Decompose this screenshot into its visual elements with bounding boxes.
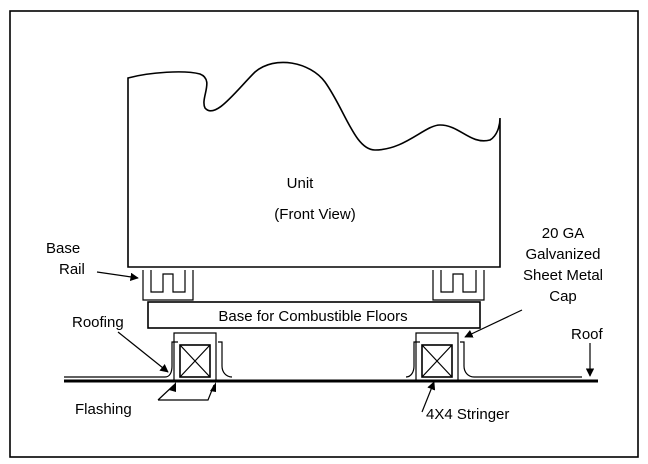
flashing-left xyxy=(64,341,233,378)
base-rail-left xyxy=(142,270,194,301)
roofing-label: Roofing xyxy=(72,314,124,331)
stringer-right-cross xyxy=(421,344,453,378)
combustible-base-label: Base for Combustible Floors xyxy=(218,308,407,325)
front-view-label: (Front View) xyxy=(274,206,355,223)
stringer-arrow xyxy=(421,381,436,413)
base-rail-arrow xyxy=(96,271,139,282)
stringer-left xyxy=(179,344,211,378)
unit-label: Unit xyxy=(287,175,315,192)
cap-label-4: Cap xyxy=(549,288,577,305)
cap-label-3: Sheet Metal xyxy=(523,267,603,284)
diagram-border xyxy=(9,10,639,458)
cap-label-1: 20 GA xyxy=(542,225,585,242)
flashing-arrows xyxy=(157,384,215,401)
roof-label: Roof xyxy=(571,326,604,343)
flashing-arrowheads xyxy=(169,382,216,392)
base-rail-label-1: Base xyxy=(46,240,80,257)
stringer-left-cross xyxy=(179,344,211,378)
cap-arrow xyxy=(464,309,523,338)
roofing-arrow xyxy=(117,331,169,373)
combustible-base xyxy=(147,301,481,329)
flashing-label: Flashing xyxy=(75,401,132,418)
cap-label-2: Galvanized xyxy=(525,246,600,263)
sheet-metal-cap-right xyxy=(415,332,459,380)
sheet-metal-cap-left xyxy=(173,332,217,380)
stringer-label: 4X4 Stringer xyxy=(426,406,509,423)
base-rail-label-2: Rail xyxy=(59,261,85,278)
unit-outline xyxy=(127,61,501,268)
flashing-right xyxy=(405,341,582,378)
stringer-right xyxy=(421,344,453,378)
base-rail-right xyxy=(432,270,485,301)
